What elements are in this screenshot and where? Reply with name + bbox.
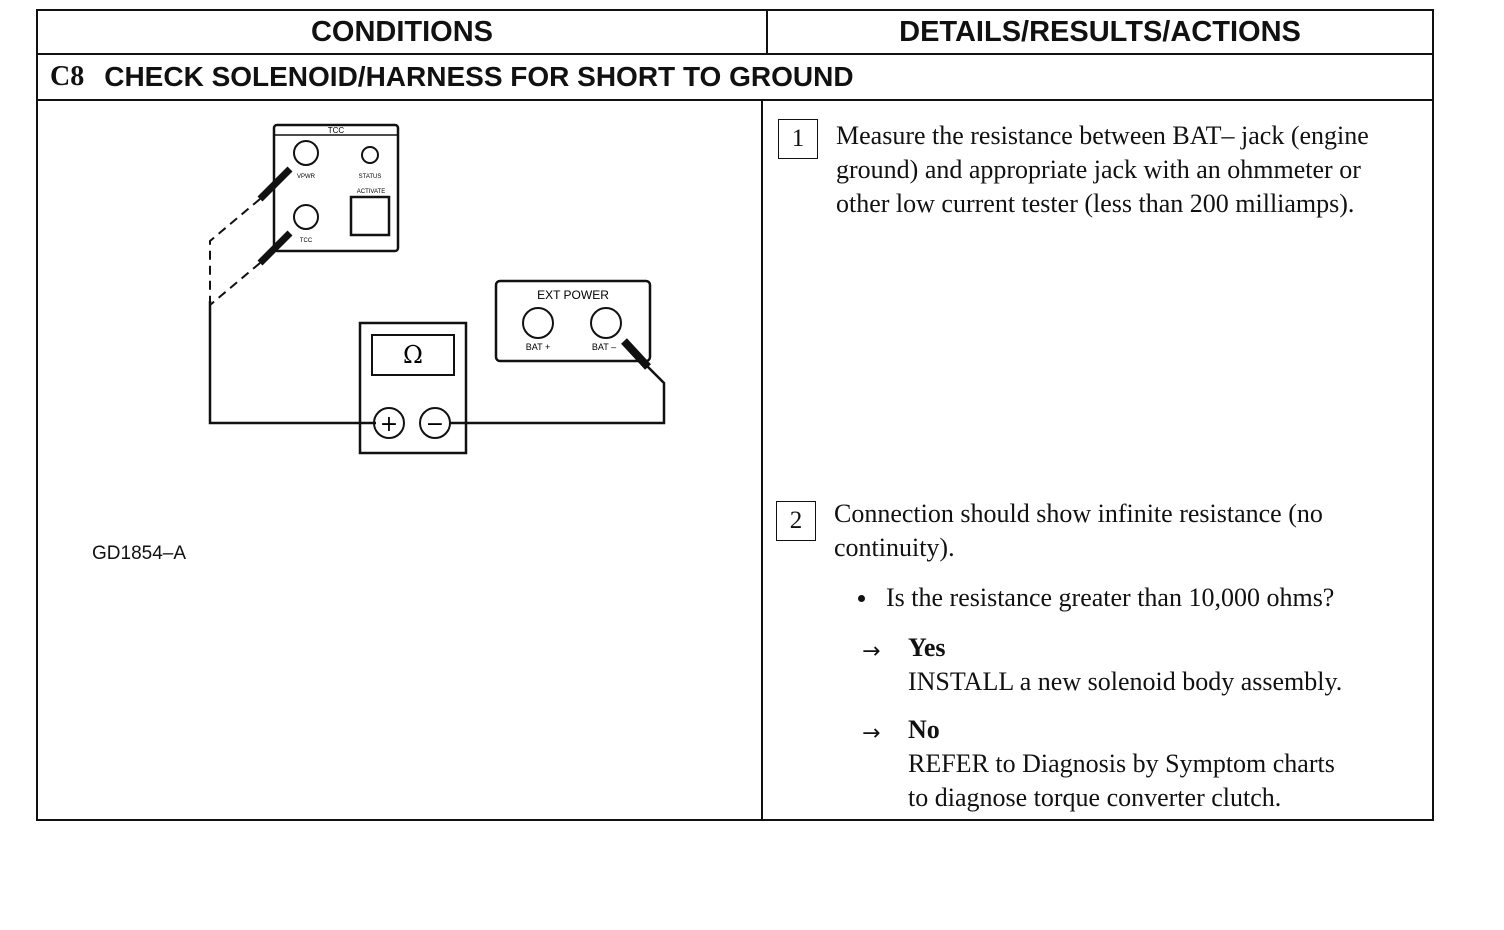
bat-minus-jack: [590, 307, 622, 339]
no-action-line-2: to diagnose torque converter clutch.: [908, 783, 1282, 812]
no-action-line-1: REFER to Diagnosis by Symptom charts: [908, 749, 1335, 778]
meter-plus-lead: [208, 301, 376, 425]
details-header: DETAILS/RESULTS/ACTIONS: [768, 11, 1432, 55]
minus-symbol: −: [426, 412, 444, 437]
step-1-box: 1: [778, 119, 818, 159]
vpwr-jack: [293, 140, 319, 166]
activate-button: [349, 195, 391, 237]
ext-power-box: [494, 279, 652, 363]
no-label: No: [908, 715, 940, 744]
activate-label: ACTIVATE: [357, 189, 385, 195]
step-2-text: Connection should show infinite resistan…: [834, 499, 1323, 562]
plus-symbol: +: [380, 412, 398, 437]
ohm-symbol: Ω: [403, 341, 423, 369]
yes-action: INSTALL a new solenoid body assembly.: [908, 667, 1343, 696]
ohmmeter-display: [371, 334, 455, 376]
tcc-lead: [209, 262, 261, 306]
bat-plus-label: BAT +: [526, 342, 550, 352]
vpwr-label: VPWR: [297, 174, 316, 180]
tcc-jack: [293, 204, 319, 230]
no-arrow-icon: →: [862, 721, 881, 746]
bat-plus-jack: [522, 307, 554, 339]
meter-plus-jack: [373, 407, 405, 439]
tcc-tester-box: [272, 123, 400, 253]
ohmmeter: [358, 321, 468, 455]
bat-minus-probe: [621, 338, 651, 370]
bat-minus-label: BAT –: [592, 342, 616, 352]
meter-minus-lead: [450, 362, 666, 425]
step-number: C8: [50, 61, 85, 92]
column-divider: [761, 101, 763, 819]
wiring-diagram: TCC VPWR STATUS ACTIVATE TCC Ω + −: [38, 101, 761, 821]
question-text: Is the resistance greater than 10,000 oh…: [886, 583, 1335, 612]
step-title-row: C8 CHECK SOLENOID/HARNESS FOR SHORT TO G…: [38, 55, 1432, 101]
wiring-diagram-svg: TCC VPWR STATUS ACTIVATE TCC Ω + −: [208, 123, 666, 455]
tcc-title: TCC: [328, 126, 345, 135]
tcc-jack-label: TCC: [300, 238, 313, 244]
status-label: STATUS: [359, 174, 382, 180]
yes-arrow-icon: →: [862, 639, 881, 664]
step-2-box: 2: [776, 501, 816, 541]
status-led: [361, 146, 379, 164]
tcc-probe: [257, 230, 293, 266]
yes-label: Yes: [908, 633, 946, 662]
ext-power-title: EXT POWER: [537, 288, 609, 302]
actions-column: 1 Measure the resistance between BAT– ja…: [764, 101, 1432, 819]
step-1-text: Measure the resistance between BAT– jack…: [836, 121, 1369, 218]
conditions-header: CONDITIONS: [38, 11, 768, 55]
figure-id: GD1854–A: [92, 543, 187, 564]
step-title: CHECK SOLENOID/HARNESS FOR SHORT TO GROU…: [104, 61, 854, 92]
vpwr-probe: [257, 166, 293, 202]
vpwr-lead: [209, 198, 261, 301]
bullet-dot-icon: [858, 595, 865, 602]
diagnostic-table: CONDITIONS DETAILS/RESULTS/ACTIONS C8 CH…: [36, 9, 1434, 821]
